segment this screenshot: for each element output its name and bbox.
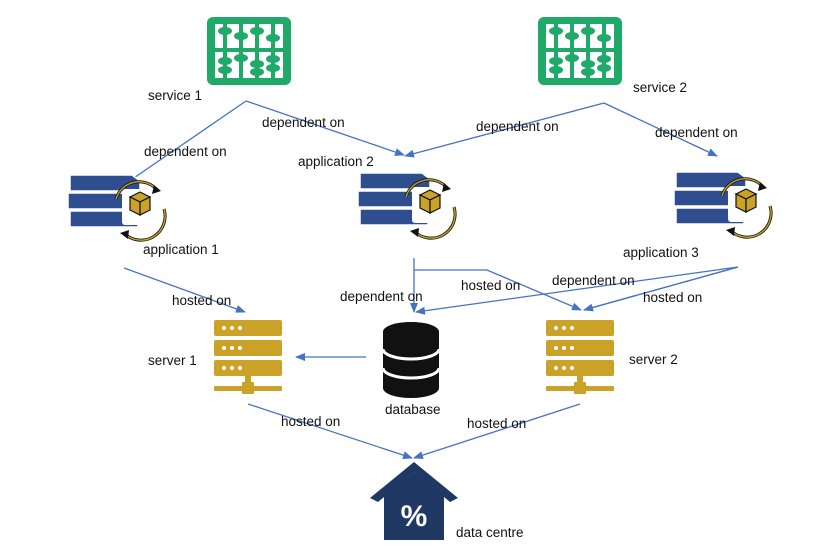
server1-label: server 1 [148,353,197,368]
edge-application3-server2-b [583,266,739,311]
database-node: database [381,322,441,417]
database-label: database [385,402,441,417]
percent-glyph: % [401,500,428,533]
service2-label: service 2 [633,80,687,95]
connectors [123,100,739,460]
edge-service1-application1 [127,100,247,183]
datacentre-node: % data centre [370,462,524,540]
service2-node: service 2 [538,17,687,95]
edge-label-service1-application2: dependent on [262,115,345,130]
application2-label: application 2 [298,154,374,169]
datacentre-label: data centre [456,525,524,540]
abacus-icon [207,17,291,85]
edge-server1-datacentre [247,403,413,459]
server2-node: server 2 [546,320,678,394]
application1-node: application 1 [67,174,219,257]
server-rack-icon [546,320,614,394]
books-with-box-icon [673,171,773,239]
books-with-box-icon [357,172,457,240]
application2-node: application 2 [298,154,457,240]
edge-label-application3-database: dependent on [552,273,635,288]
server1-node: server 1 [148,320,282,394]
edge-label-service2-application2: dependent on [476,119,559,134]
edge-service2-application2 [404,102,605,158]
edge-label-service2-application3: dependent on [655,125,738,140]
abacus-icon [538,17,622,85]
application1-label: application 1 [143,242,219,257]
edge-label-application3-server2: hosted on [643,290,702,305]
edge-service1-application2 [245,100,405,156]
house-percent-icon: % [370,462,458,540]
service1-node: service 1 [148,17,291,103]
edge-label-application2-database: dependent on [340,289,423,304]
server-rack-icon [214,320,282,394]
service1-label: service 1 [148,88,202,103]
edge-application2-server2 [414,269,582,311]
application3-node: application 3 [623,171,773,260]
edge-label-application2-server2: hosted on [461,278,520,293]
edge-service2-application3 [603,102,718,157]
edge-labels: dependent on dependent on dependent on d… [144,115,738,431]
edge-application1-server1 [123,267,246,313]
books-with-box-icon [67,174,167,242]
application3-label: application 3 [623,245,699,260]
edge-server2-datacentre [413,403,581,460]
edge-label-application1-server1: hosted on [172,293,231,308]
edge-label-service1-application1: dependent on [144,144,227,159]
edge-label-server1-datacentre: hosted on [281,414,340,429]
server2-label: server 2 [629,352,678,367]
edge-label-server2-datacentre: hosted on [467,416,526,431]
database-icon [381,322,441,398]
edge-application3-database [415,266,739,315]
